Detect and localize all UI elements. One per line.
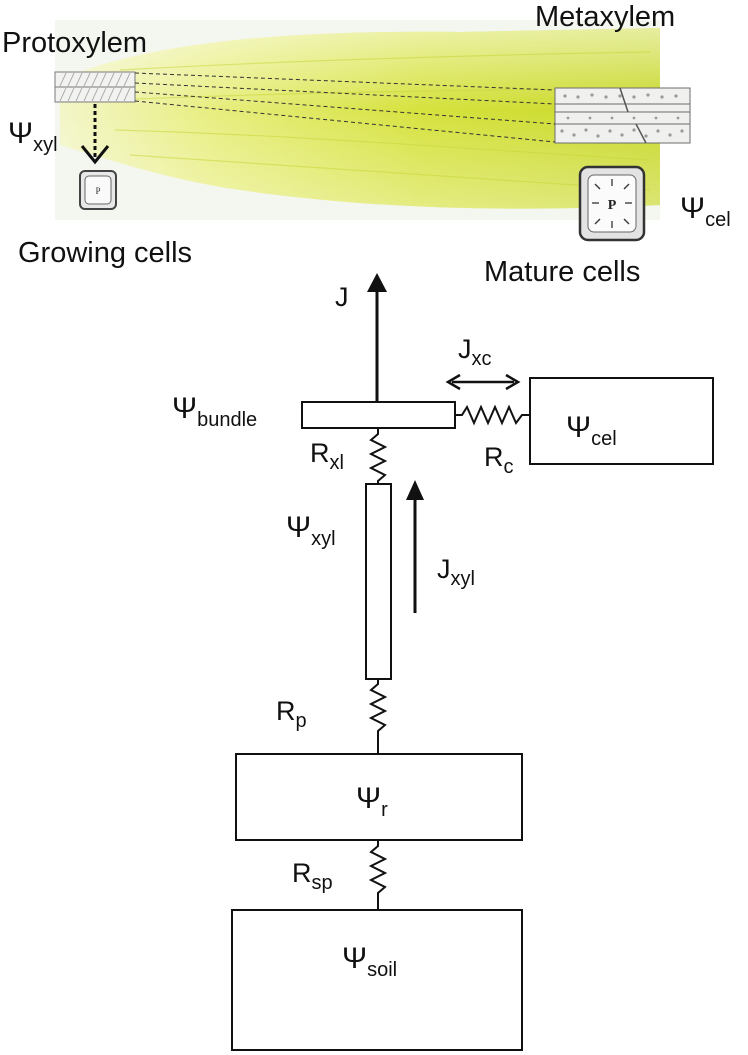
psi-cel-top-label: Ψcel	[680, 192, 731, 231]
cel-box	[529, 377, 714, 465]
j-label: J	[335, 282, 349, 312]
psi-xyl-label: Ψxyl	[286, 511, 336, 550]
vessel-connector-lines	[134, 72, 556, 143]
bundle-box	[301, 401, 456, 429]
leaf-illustration: P P	[54, 20, 691, 242]
psi-r-label: Ψr	[356, 782, 388, 821]
growing-cell-icon: P	[79, 170, 117, 210]
rp-resistor	[368, 679, 388, 754]
psi-soil-label: Ψsoil	[342, 942, 397, 981]
rp-label: Rp	[276, 696, 307, 732]
xylem-box	[365, 483, 392, 680]
protoxylem-vessel-icon	[54, 71, 136, 103]
growing-cells-label: Growing cells	[18, 237, 192, 269]
rsp-label: Rsp	[292, 858, 333, 894]
jxc-label: Jxc	[458, 334, 492, 370]
psi-cel-box-label: Ψcel	[566, 411, 617, 450]
rsp-resistor	[368, 840, 388, 910]
psi-bundle-label: Ψbundle	[172, 392, 257, 431]
rxl-resistor	[368, 428, 388, 484]
mature-cells-label: Mature cells	[484, 256, 640, 288]
mature-cell-icon: P	[578, 165, 646, 242]
rc-label: Rc	[484, 442, 514, 478]
protoxylem-label: Protoxylem	[2, 27, 147, 59]
soil-box	[231, 909, 523, 1051]
metaxylem-vessel-icon	[554, 87, 691, 144]
rxl-label: Rxl	[310, 438, 344, 474]
circuit	[231, 273, 714, 1051]
rc-resistor	[455, 404, 530, 426]
growing-cell-p-letter: P	[95, 186, 100, 196]
jxyl-label: Jxyl	[437, 554, 475, 590]
xylem-to-growing-cell-arrow	[80, 104, 110, 165]
mature-cell-p-letter: P	[608, 198, 617, 213]
metaxylem-label: Metaxylem	[535, 1, 675, 33]
psi-xyl-top-label: Ψxyl	[8, 117, 58, 156]
